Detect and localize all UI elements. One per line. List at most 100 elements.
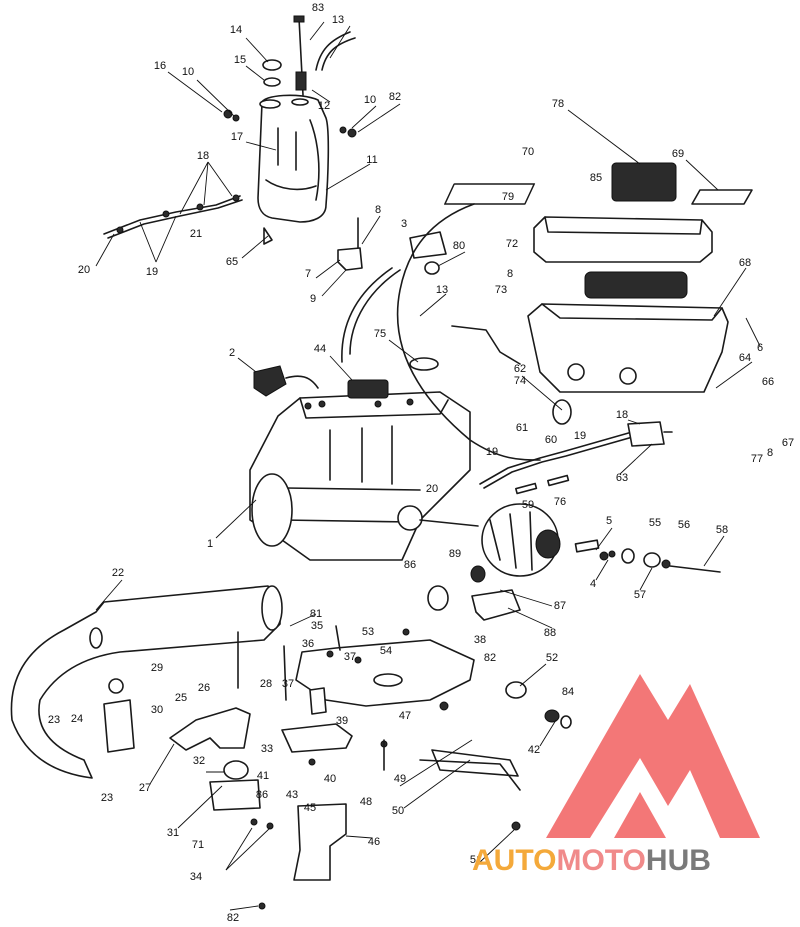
part-label-70: 70 [522,146,534,158]
logo-wordmark: AUTOMOTOHUB [472,844,798,884]
filter-label [691,189,753,205]
air-box [527,303,729,393]
engine-mounts [427,565,521,621]
part-label-9: 9 [310,293,316,305]
part-label-4: 4 [590,578,596,590]
part-label-42: 42 [528,744,540,756]
part-label-11: 11 [366,154,377,166]
part-label-83: 83 [312,2,324,14]
part-label-7: 7 [305,268,311,280]
part-label-6: 6 [757,342,763,354]
part-label-8: 8 [375,204,381,216]
part-label-31: 31 [167,827,179,839]
part-label-45: 45 [304,802,316,814]
part-label-61: 61 [516,422,528,434]
cylinder-head [304,379,414,410]
part-label-14: 14 [230,24,242,36]
part-label-36: 36 [302,638,314,650]
part-label-86: 86 [256,789,268,801]
air-filter-element [584,162,688,299]
part-label-15: 15 [234,54,246,66]
part-label-69: 69 [672,148,684,160]
part-label-53: 53 [362,626,374,638]
exhaust-manifold [103,678,251,753]
part-label-32: 32 [193,755,205,767]
drive-clutch [481,503,561,577]
fuel-pump [627,421,673,447]
part-label-27: 27 [139,782,151,794]
part-label-12: 12 [318,100,330,112]
part-label-76: 76 [554,496,566,508]
intake-boot [552,399,572,425]
part-label-55: 55 [649,517,661,529]
part-label-17: 17 [231,131,243,143]
part-label-1: 1 [207,538,213,550]
part-label-87: 87 [554,600,566,612]
part-label-64: 64 [739,352,751,364]
part-label-78: 78 [552,98,564,110]
part-label-41: 41 [257,770,269,782]
part-label-43: 43 [286,789,298,801]
part-label-48: 48 [360,796,372,808]
part-label-75: 75 [374,328,386,340]
part-label-82: 82 [227,912,239,924]
part-label-5: 5 [606,515,612,527]
part-label-22: 22 [112,567,124,579]
part-label-86: 86 [404,559,416,571]
automotohub-logo [546,674,760,838]
part-label-54: 54 [380,645,392,657]
air-box-bracket [451,325,521,365]
part-label-2: 2 [229,347,235,359]
mount-bracket [281,687,353,753]
part-label-66: 66 [762,376,774,388]
part-label-3: 3 [401,218,407,230]
part-label-82: 82 [389,91,401,103]
part-label-65: 65 [226,256,238,268]
part-label-88: 88 [544,627,556,639]
part-label-59: 59 [522,499,534,511]
part-label-46: 46 [368,836,380,848]
fuel-lines [479,431,637,495]
part-label-10: 10 [182,66,194,78]
part-label-67: 67 [782,437,794,449]
part-label-73: 73 [495,284,507,296]
part-label-52: 52 [546,652,558,664]
leader-lines [95,21,761,911]
muffler-bracket [293,803,347,881]
oil-tank [257,94,330,223]
part-label-24: 24 [71,713,83,725]
part-label-68: 68 [739,257,751,269]
part-label-33: 33 [261,743,273,755]
part-label-62: 62 [514,363,526,375]
part-label-71: 71 [192,839,204,851]
head-cover [409,357,439,371]
engine-block [249,391,479,561]
throttle-cable [341,203,541,461]
part-label-50: 50 [392,805,404,817]
part-label-81: 81 [310,608,322,620]
tank-cap [262,59,282,71]
part-label-13: 13 [332,14,344,26]
part-label-80: 80 [453,240,465,252]
part-label-13: 13 [436,284,448,296]
part-label-19: 19 [486,446,498,458]
part-label-16: 16 [154,60,166,72]
part-label-44: 44 [314,343,326,355]
part-label-19: 19 [574,430,586,442]
expansion-chamber [10,585,283,779]
part-label-21: 21 [190,228,202,240]
part-label-19: 19 [146,266,158,278]
part-label-37: 37 [282,678,294,690]
part-label-28: 28 [260,678,272,690]
air-filter-cover [443,183,713,263]
part-label-77: 77 [751,453,763,465]
vent-hose [315,31,351,71]
part-label-20: 20 [426,483,438,495]
part-label-49: 49 [394,773,406,785]
part-label-30: 30 [151,704,163,716]
part-label-37: 37 [344,651,356,663]
part-label-79: 79 [502,191,514,203]
tank-bracket [337,217,363,271]
